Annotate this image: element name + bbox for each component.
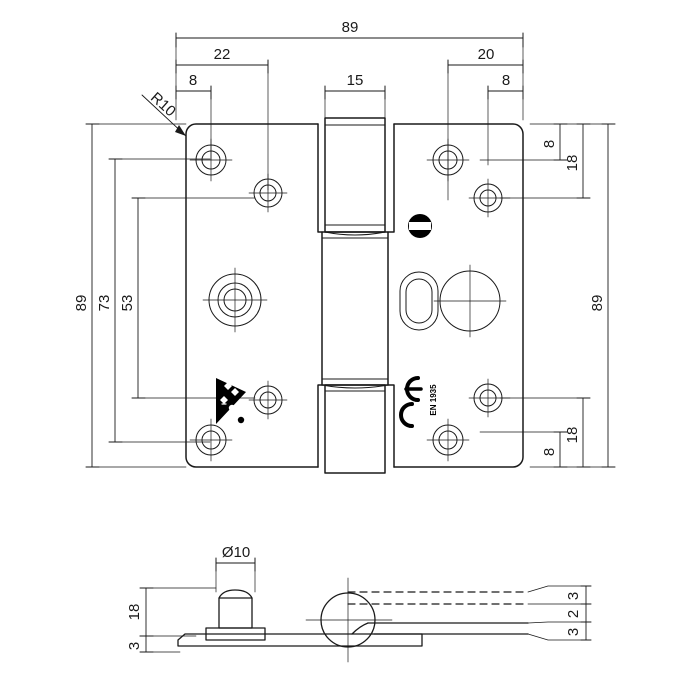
- dim-left-89: [85, 123, 187, 468]
- label-top-8: 8: [189, 72, 197, 89]
- section-base-plate: [177, 633, 423, 647]
- label-pin-diameter: Ø10: [222, 544, 250, 561]
- section-hidden-leaf: [347, 591, 529, 605]
- dim-stack-322: [527, 585, 592, 641]
- label-left-89: 89: [73, 295, 90, 312]
- label-pin-height-18: 18: [126, 604, 143, 621]
- hole-left-bottom-inner: [248, 380, 288, 420]
- dim-right-upper-8: [479, 123, 568, 161]
- hinge-knuckles: [317, 117, 395, 474]
- label-right-lower-8: 8: [541, 448, 558, 456]
- dim-right-89: [529, 123, 616, 468]
- dim-pin-diameter: [215, 557, 256, 593]
- left-leaf-outline: [185, 123, 319, 468]
- label-top-15: 15: [347, 72, 364, 89]
- ce-mark-icon: [399, 376, 423, 428]
- hole-left-top-outer: [189, 138, 233, 182]
- label-left-53: 53: [119, 295, 136, 312]
- label-right-upper-8: 8: [541, 140, 558, 148]
- label-plate-thickness-3: 3: [126, 642, 143, 650]
- hole-left-center-large: [202, 267, 268, 333]
- label-top-right-8: 8: [502, 72, 510, 89]
- section-pin: [205, 589, 266, 641]
- hole-right-bottom-outer: [426, 418, 470, 462]
- dim-top-right-8: [487, 85, 524, 166]
- hole-right-bottom-inner: [468, 378, 511, 418]
- label-gap-bot-3: 3: [565, 628, 582, 636]
- oval-slot: [399, 271, 439, 331]
- label-gap-top-3: 3: [565, 592, 582, 600]
- label-right-upper-18: 18: [564, 155, 581, 172]
- section-leaf-arm: [351, 622, 529, 635]
- label-standard-en1935: EN 1935: [429, 384, 438, 416]
- dim-right-lower-8: [479, 431, 568, 468]
- dim-pin-height: [139, 587, 217, 637]
- manufacturer-logo-icon: [216, 378, 246, 424]
- circle-right-center: [433, 264, 507, 338]
- label-right-89: 89: [589, 295, 606, 312]
- dim-left-73: [108, 158, 211, 443]
- label-gap-mid-2: 2: [565, 610, 582, 618]
- label-corner-radius-r10: R10: [147, 89, 179, 120]
- dim-top-overall-89: [175, 32, 524, 121]
- label-top-22: 22: [214, 46, 231, 63]
- dim-top-8: [175, 85, 212, 161]
- label-top-20: 20: [478, 46, 495, 63]
- dim-right-lower-18: [499, 397, 591, 468]
- right-leaf-outline: [393, 123, 524, 468]
- hole-left-bottom-outer: [189, 418, 233, 462]
- leader-r10: [141, 94, 187, 137]
- dim-right-upper-18: [499, 123, 591, 199]
- section-knuckle: [305, 577, 393, 663]
- slotted-screw-icon: [408, 214, 432, 238]
- dim-top-22: [175, 59, 269, 191]
- label-left-73: 73: [96, 295, 113, 312]
- dim-top-15: [324, 85, 386, 126]
- hole-right-top-outer: [426, 138, 470, 182]
- hole-left-top-inner: [248, 173, 288, 213]
- dim-left-53: [131, 197, 256, 399]
- dim-plate-thickness: [139, 635, 181, 653]
- hole-right-top-inner: [468, 178, 511, 218]
- label-top-overall-89: 89: [342, 19, 359, 36]
- dim-top-20: [447, 59, 524, 201]
- label-right-lower-18: 18: [564, 427, 581, 444]
